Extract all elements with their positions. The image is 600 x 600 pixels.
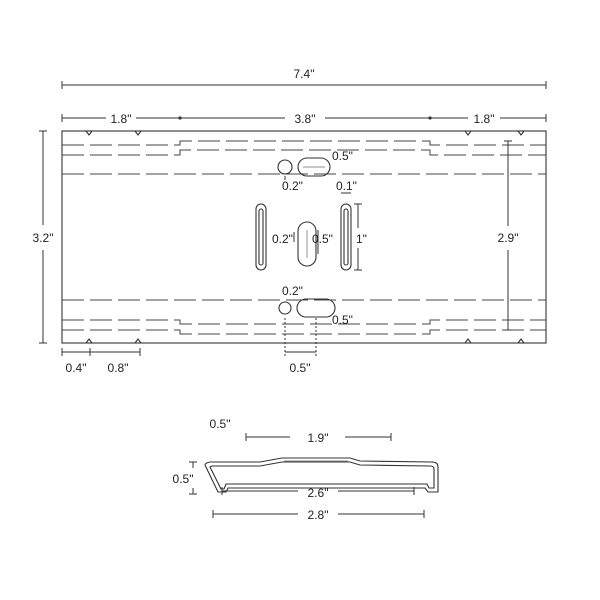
center-slot-label: 0.5" <box>312 232 333 246</box>
center-segment-label: 3.8" <box>295 112 316 126</box>
profile-outer <box>204 457 439 493</box>
plate-top-view <box>61 130 547 344</box>
right-vertical-slot <box>340 203 352 271</box>
left-segment-label: 1.8" <box>111 112 132 126</box>
lower-bend-line-1 <box>62 319 546 325</box>
edge-offset-label: 0.4" <box>66 361 87 375</box>
top-slot <box>297 157 331 177</box>
bottom-round-hole <box>278 301 292 315</box>
top-round-hole <box>277 159 293 175</box>
inner-width-label: 2.6" <box>308 486 329 500</box>
flange-width-label: 0.5" <box>210 417 231 431</box>
upper-bend-line-1 <box>62 140 546 146</box>
bottom-slot-label: 0.5" <box>332 313 353 327</box>
plate-outline <box>61 130 547 344</box>
vertical-slot-width-label: 0.1" <box>336 179 357 193</box>
center-oval-slot <box>297 221 317 267</box>
upper-bend-line-2 <box>62 149 546 156</box>
left-vertical-slot <box>255 203 267 271</box>
left-vertical-slot-inner <box>258 208 264 266</box>
tab-spacing-label: 0.8" <box>108 361 129 375</box>
overall-width-label: 7.4" <box>294 67 315 81</box>
bottom-slot <box>296 298 336 318</box>
top-flat-width-label: 1.9" <box>308 431 329 445</box>
profile-height-label: 0.5" <box>173 472 194 486</box>
bottom-spacing-label: 0.5" <box>290 361 311 375</box>
profile-overall-width-label: 2.8" <box>308 508 329 522</box>
top-hole-label: 0.2" <box>282 179 303 193</box>
vertical-slot-length-label: 1" <box>356 232 367 246</box>
inner-height-label: 2.9" <box>498 231 519 245</box>
bottom-hole-label: 0.2" <box>282 284 303 298</box>
plate-dimensions: 7.4" 1.8" 3.8" 1.8" 3.2" 2.9" 0.4" <box>33 67 547 375</box>
profile-inner <box>209 461 435 490</box>
overall-height-label: 3.2" <box>33 231 54 245</box>
top-slot-length-label: 0.5" <box>332 149 353 163</box>
lower-bend-line-2 <box>62 329 546 335</box>
right-segment-label: 1.8" <box>474 112 495 126</box>
bottom-edge-notches <box>85 338 525 344</box>
profile-view: 0.5" 1.9" 0.5" 2.6" 2.8" <box>173 417 439 522</box>
top-edge-notches <box>85 130 525 136</box>
center-hole-label: 0.2" <box>272 232 293 246</box>
right-vertical-slot-inner <box>343 208 349 266</box>
